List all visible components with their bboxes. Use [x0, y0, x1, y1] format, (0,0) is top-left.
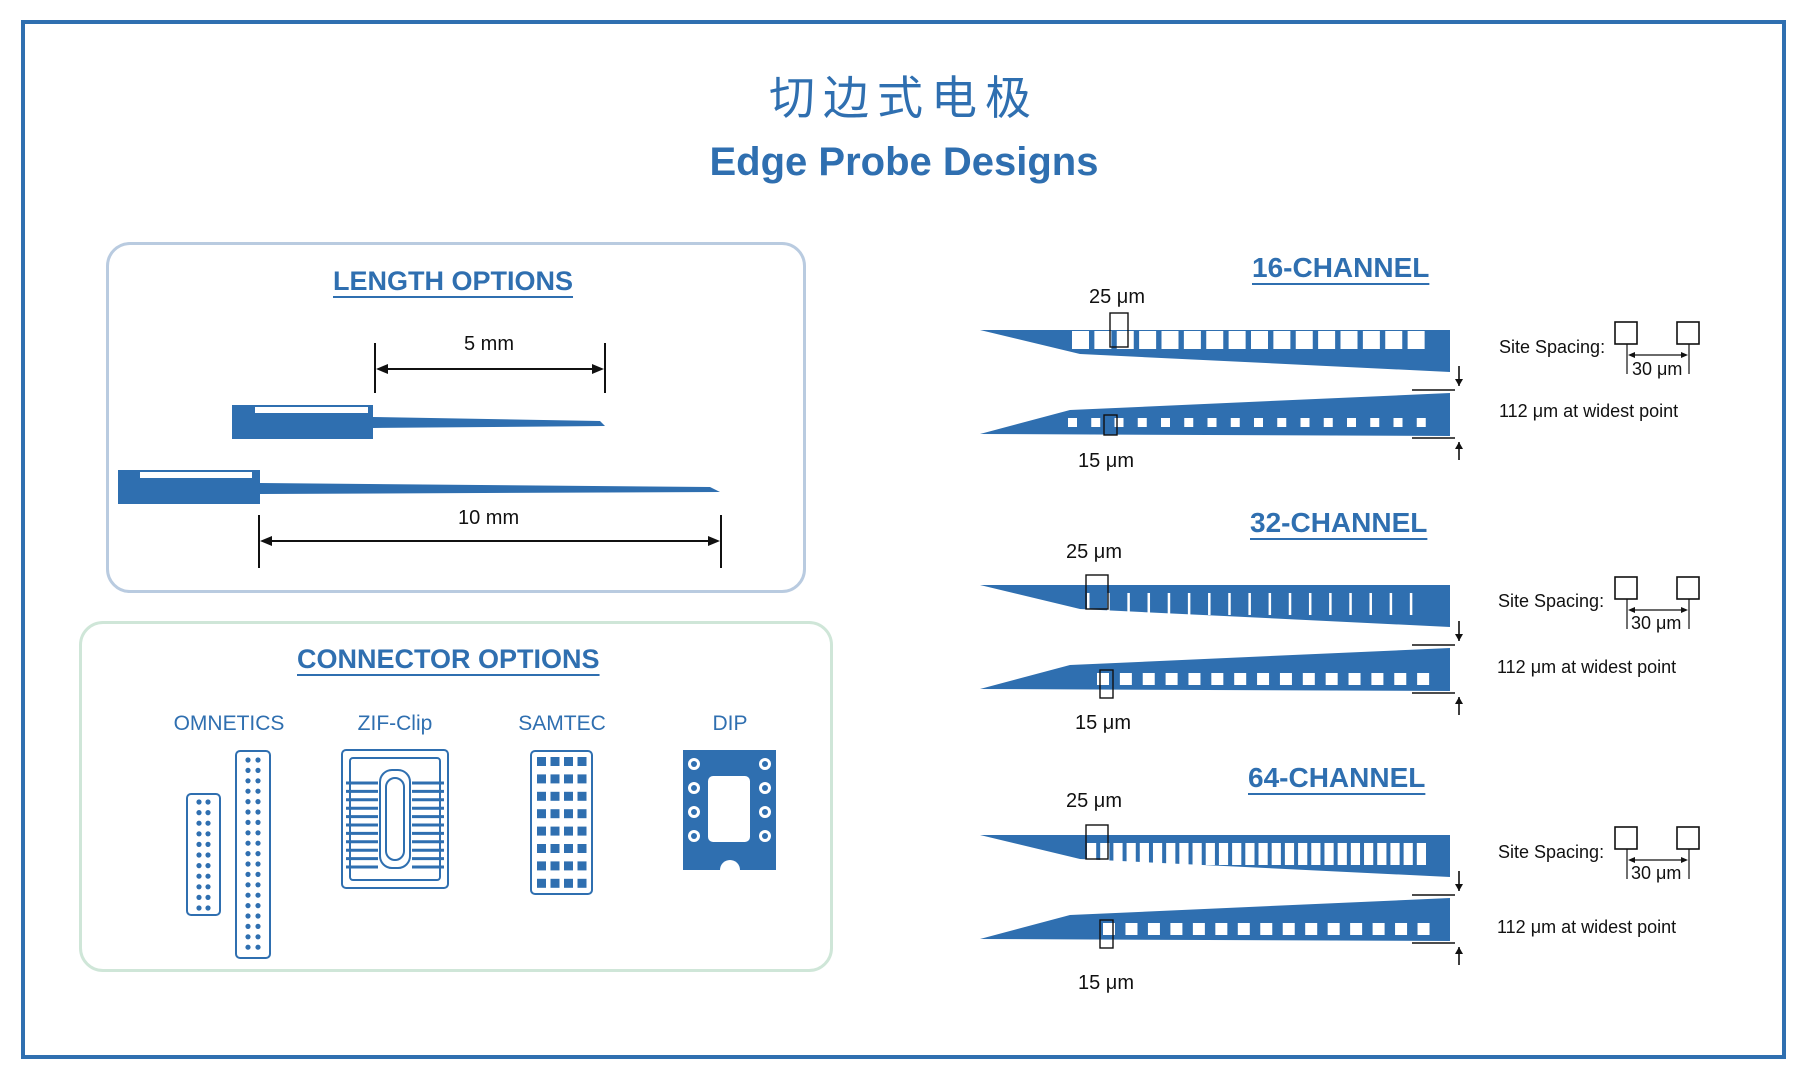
page-frame	[21, 20, 1786, 1059]
site-bottom-label-16: 15 μm	[1078, 450, 1134, 472]
width-note-16: 112 μm at widest point	[1499, 401, 1679, 421]
spacing-label-32: Site Spacing:	[1498, 591, 1605, 611]
connector-label-omnetics: OMNETICS	[173, 712, 285, 735]
connector-label-samtec: SAMTEC	[518, 712, 606, 735]
omnetics-connector-icon	[186, 750, 271, 959]
dip-connector-icon	[683, 750, 776, 870]
spacing-label-64: Site Spacing:	[1498, 842, 1605, 862]
spacing-value-32: 30 μm	[1631, 613, 1682, 633]
spacing-label-16: Site Spacing:	[1499, 337, 1606, 357]
probe-block-1	[980, 574, 1700, 699]
site-bottom-label-32: 15 μm	[1075, 712, 1131, 734]
page-title-chinese: 切边式电极	[769, 71, 1039, 125]
site-top-label-16: 25 μm	[1089, 286, 1145, 308]
length-options-title: LENGTH OPTIONS	[333, 266, 574, 296]
zif-clip-connector-icon	[341, 749, 449, 889]
connector-options-panel	[79, 621, 833, 972]
probe-block-2	[980, 824, 1700, 949]
connector-options-title: CONNECTOR OPTIONS	[297, 644, 600, 674]
long-length-label: 10 mm	[458, 507, 520, 529]
short-probe	[232, 405, 605, 439]
length-options-panel	[106, 242, 806, 593]
site-top-label-32: 25 μm	[1066, 541, 1122, 563]
connector-label-dip: DIP	[712, 712, 748, 735]
long-probe	[118, 470, 720, 504]
site-bottom-label-64: 15 μm	[1078, 972, 1134, 994]
spacing-value-64: 30 μm	[1631, 863, 1682, 883]
short-length-label: 5 mm	[464, 333, 514, 355]
page-title-english: Edge Probe Designs	[709, 140, 1099, 184]
connector-label-zif-clip: ZIF-Clip	[357, 712, 433, 735]
probe-block-0	[980, 312, 1700, 439]
channel-title-32: 32-CHANNEL	[1250, 507, 1428, 538]
width-note-64: 112 μm at widest point	[1497, 917, 1677, 937]
channel-title-16: 16-CHANNEL	[1252, 252, 1430, 283]
samtec-connector-icon	[530, 750, 593, 895]
spacing-value-16: 30 μm	[1632, 359, 1683, 379]
site-top-label-64: 25 μm	[1066, 790, 1122, 812]
width-note-32: 112 μm at widest point	[1497, 657, 1677, 677]
channel-title-64: 64-CHANNEL	[1248, 762, 1426, 793]
